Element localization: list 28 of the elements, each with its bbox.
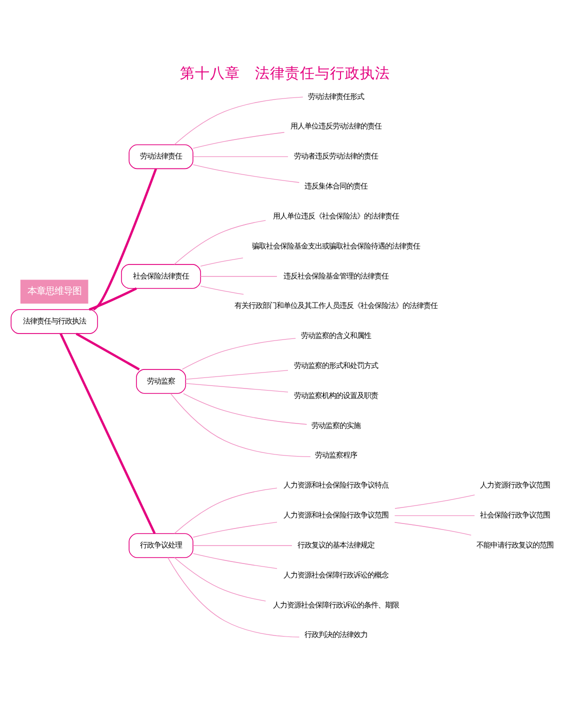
connector bbox=[174, 557, 266, 602]
connector bbox=[192, 522, 278, 538]
connector bbox=[192, 545, 292, 546]
connector bbox=[174, 220, 266, 265]
diagram-title: 第十八章 法律责任与行政执法 bbox=[180, 65, 390, 82]
connector bbox=[394, 515, 475, 516]
connector bbox=[185, 383, 288, 392]
connector bbox=[170, 393, 311, 458]
connector bbox=[192, 164, 300, 183]
connector bbox=[92, 168, 158, 311]
connector bbox=[182, 338, 296, 370]
connector bbox=[192, 156, 288, 158]
connector bbox=[394, 522, 472, 536]
connector bbox=[200, 286, 244, 295]
connector bbox=[60, 333, 156, 534]
connector bbox=[76, 332, 140, 370]
connector bbox=[192, 132, 285, 149]
connector bbox=[183, 393, 308, 425]
connector bbox=[200, 258, 244, 267]
connector bbox=[200, 276, 278, 277]
connector bbox=[174, 488, 278, 534]
connector bbox=[192, 553, 278, 569]
connector bbox=[174, 96, 304, 146]
connector bbox=[168, 557, 300, 638]
connector bbox=[88, 287, 137, 311]
label: 本章思维导图 bbox=[27, 286, 82, 298]
connector bbox=[394, 494, 476, 509]
connector bbox=[185, 370, 288, 380]
